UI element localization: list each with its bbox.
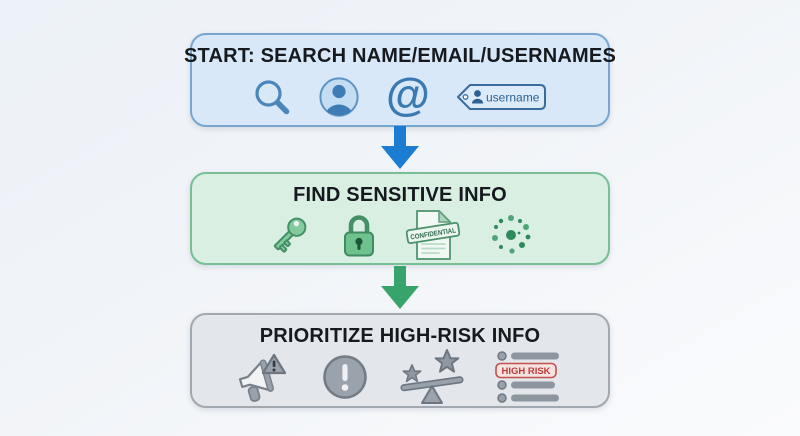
risk-balance-icon	[400, 349, 464, 404]
step-prioritize-high-risk: PRIORITIZE HIGH-RISK INFO	[190, 313, 610, 408]
high-risk-list-icon: HIGH RISK	[495, 351, 559, 403]
username-tag-icon: username	[456, 83, 546, 110]
step-find-sensitive-info: FIND SENSITIVE INFO	[190, 172, 610, 265]
arrow-down-green	[381, 266, 419, 309]
search-icon	[255, 79, 290, 114]
step-find-title: FIND SENSITIVE INFO	[293, 184, 507, 206]
padlock-icon	[344, 215, 374, 257]
at-symbol-icon: @	[386, 69, 430, 120]
confidential-document-icon: CONFIDENTIAL	[406, 210, 460, 260]
data-dots-icon	[492, 215, 531, 254]
user-avatar-icon	[319, 76, 359, 117]
high-risk-badge-label: HIGH RISK	[501, 366, 550, 377]
arrow-down-blue	[381, 126, 419, 169]
username-tag-label: username	[486, 90, 540, 104]
key-icon	[273, 217, 307, 253]
step-prioritize-icons: HIGH RISK	[233, 348, 567, 406]
step-find-icons: CONFIDENTIAL	[266, 207, 534, 263]
megaphone-alert-icon	[238, 353, 287, 402]
step-prioritize-title: PRIORITIZE HIGH-RISK INFO	[259, 325, 541, 347]
exclamation-circle-icon	[323, 355, 367, 399]
step-start-search: START: SEARCH NAME/EMAIL/USERNAMES @ use…	[184, 33, 616, 127]
step-start-icons: @ username	[252, 68, 548, 125]
step-start-title: START: SEARCH NAME/EMAIL/USERNAMES	[184, 45, 616, 67]
high-risk-badge	[495, 362, 557, 379]
